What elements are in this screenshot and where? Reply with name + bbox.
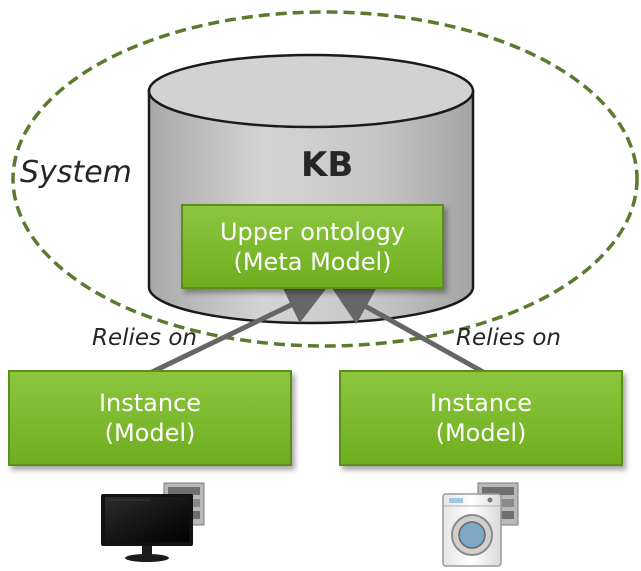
television-icon xyxy=(101,482,205,562)
system-boundary xyxy=(11,10,639,348)
kb-label: KB xyxy=(301,145,354,185)
instance-subtitle: (Model) xyxy=(435,419,527,447)
relies-on-label-left: Relies on xyxy=(92,325,198,351)
upper-ontology-box: Upper ontology (Meta Model) xyxy=(181,204,444,289)
relies-on-label-right: Relies on xyxy=(456,325,562,351)
instance-title: Instance xyxy=(429,389,533,417)
instance-title: Instance xyxy=(98,389,202,417)
upper-ontology-title: Upper ontology xyxy=(219,217,406,246)
instance-box-left: Instance (Model) xyxy=(8,370,292,466)
relies-on-arrow-right xyxy=(331,287,487,376)
washing-machine-icon xyxy=(442,482,519,567)
system-label: System xyxy=(20,155,132,190)
upper-ontology-subtitle: (Meta Model) xyxy=(233,247,392,276)
relies-on-arrow-left xyxy=(148,287,328,376)
instance-subtitle: (Model) xyxy=(104,419,196,447)
instance-box-right: Instance (Model) xyxy=(339,370,623,466)
